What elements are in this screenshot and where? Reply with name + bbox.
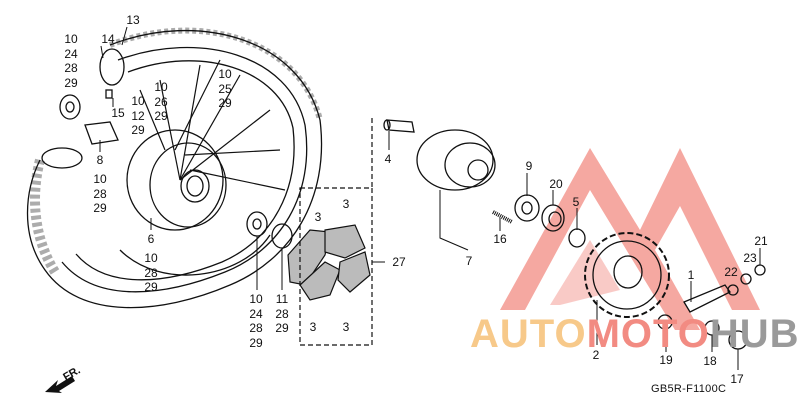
callout-number: 10 <box>64 32 78 46</box>
callout-number: 26 <box>154 94 168 109</box>
callout-c5: 5 <box>563 195 589 210</box>
callout-number: 14 <box>101 32 115 46</box>
callout-c13: 13 <box>120 13 146 28</box>
callout-number: 29 <box>275 321 289 335</box>
callout-number: 28 <box>64 61 78 75</box>
callout-c3_d: 3 <box>300 320 326 335</box>
diagram-code: GB5R-F1100C <box>651 383 727 395</box>
watermark-hub: HUB <box>709 312 800 356</box>
callout-number: 8 <box>96 153 104 167</box>
callout-number: 21 <box>754 234 768 248</box>
callout-number: 6 <box>147 232 155 246</box>
callout-c8: 8 <box>87 153 113 168</box>
callout-c4: 4 <box>375 152 401 167</box>
callout-number: 12 <box>131 108 145 123</box>
hub-flange <box>383 119 586 248</box>
fr-arrow-icon <box>45 376 75 393</box>
callout-c15: 15 <box>105 106 131 121</box>
damper-set <box>287 118 373 346</box>
callout-number: 3 <box>342 320 350 334</box>
callout-c9: 9 <box>516 159 542 174</box>
callout-c17: 17 <box>724 372 750 387</box>
callout-c22: 22 <box>718 265 744 280</box>
callout-number: 29 <box>154 109 168 123</box>
callout-number: 24 <box>249 306 263 321</box>
watermark-triangles <box>500 148 760 330</box>
callout-number: 29 <box>64 75 78 90</box>
callout-number: 7 <box>465 254 473 268</box>
callout-c1: 1 <box>678 268 704 283</box>
callout-number: 29 <box>93 201 107 215</box>
callout-number: 9 <box>525 159 533 173</box>
callout-c7: 7 <box>456 254 482 269</box>
callout-number: 3 <box>309 320 317 334</box>
callout-number: 28 <box>249 321 263 335</box>
callout-number: 10 <box>154 80 168 94</box>
callout-c6: 6 <box>138 232 164 247</box>
callout-number: 3 <box>314 210 322 224</box>
callout-c3_b: 3 <box>305 210 331 225</box>
callout-c2: 2 <box>583 348 609 363</box>
callout-number: 10 <box>131 94 145 108</box>
callout-number: 24 <box>64 46 78 61</box>
callout-number: 29 <box>218 96 232 110</box>
callout-c3_c: 3 <box>333 320 359 335</box>
callout-number: 19 <box>659 353 673 367</box>
callout-c19: 19 <box>653 353 679 368</box>
callout-number: 23 <box>743 251 757 265</box>
watermark-logo: AUTOMOTOHUB <box>470 312 800 357</box>
callout-number: 13 <box>126 13 140 27</box>
callout-number: 27 <box>392 255 406 269</box>
sprocket-and-hardware <box>584 232 766 350</box>
callout-number: 16 <box>493 232 507 246</box>
callout-c20: 20 <box>543 177 569 192</box>
callout-number: 10 <box>218 67 232 81</box>
leader-lines <box>99 26 761 370</box>
callout-c23: 23 <box>737 251 763 266</box>
callout-c14: 14 <box>95 32 121 47</box>
callout-number: 28 <box>144 265 158 280</box>
callout-number: 28 <box>93 186 107 201</box>
callout-c27: 27 <box>386 255 412 270</box>
callout-number: 15 <box>111 106 125 120</box>
callout-number: 2 <box>592 348 600 362</box>
callout-number: 20 <box>549 177 563 191</box>
callout-number: 17 <box>730 372 744 386</box>
callout-number: 11 <box>275 292 289 306</box>
tire-and-wheel <box>26 27 323 309</box>
callout-number: 10 <box>144 251 158 265</box>
callout-number: 29 <box>249 335 263 350</box>
callout-number: 29 <box>131 123 145 137</box>
callout-number: 29 <box>144 280 158 294</box>
callout-number: 10 <box>249 292 263 306</box>
callout-c16: 16 <box>487 232 513 247</box>
watermark-moto: MOTO <box>586 312 710 356</box>
callout-number: 4 <box>384 152 392 166</box>
callout-number: 5 <box>572 195 580 209</box>
callout-number: 25 <box>218 81 232 96</box>
callout-number: 10 <box>93 172 107 186</box>
callout-number: 22 <box>724 265 738 279</box>
callout-c3_a: 3 <box>333 197 359 212</box>
callout-number: 3 <box>342 197 350 211</box>
callout-c18: 18 <box>697 354 723 369</box>
callout-number: 1 <box>687 268 695 282</box>
callout-number: 28 <box>275 306 289 321</box>
callout-number: 18 <box>703 354 717 368</box>
watermark-auto: AUTO <box>470 312 587 356</box>
callout-c21: 21 <box>748 234 774 249</box>
